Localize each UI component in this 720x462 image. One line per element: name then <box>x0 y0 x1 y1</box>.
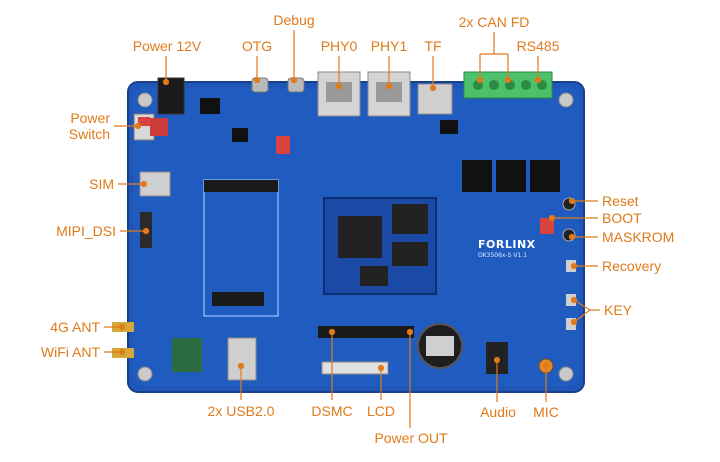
can-transceiver-3 <box>530 160 560 192</box>
label-lcd: LCD <box>366 403 395 419</box>
minipcie-latch <box>212 292 264 306</box>
label-mipi-dsi: MIPI_DSI <box>56 223 116 239</box>
boot-switch <box>540 218 554 234</box>
leader-mipi-dot <box>142 227 150 235</box>
leader-key-1-dot <box>570 296 578 304</box>
usb-stack <box>227 337 257 381</box>
som-pmic <box>360 266 388 286</box>
power-jack <box>157 77 185 115</box>
mount-hole-br <box>558 366 574 382</box>
leader-sim-dot <box>140 180 148 188</box>
label-boot: BOOT <box>602 210 642 226</box>
label-tf: TF <box>424 38 442 54</box>
som-emmc <box>392 242 428 266</box>
label-mic: MIC <box>533 404 559 420</box>
leader-phy0-dot <box>335 82 343 90</box>
leader-mic-dot <box>542 362 550 370</box>
leader-dsmc-dot <box>328 328 336 336</box>
leader-key-2-dot <box>570 318 578 326</box>
label-wifi-ant: WiFi ANT <box>40 344 100 360</box>
label-power-switch: Power Switch <box>68 110 110 142</box>
leader-boot-dot <box>548 214 556 222</box>
power-switch-base <box>150 118 168 136</box>
label-otg: OTG <box>241 38 273 54</box>
label-debug: Debug <box>273 12 315 28</box>
label-power-12v: Power 12V <box>132 38 202 54</box>
can-transceiver-2 <box>496 160 526 192</box>
phy1-rj45-port <box>376 82 402 102</box>
leader-power-out-dot <box>406 328 414 336</box>
wifi-module <box>172 338 202 372</box>
chip-c <box>440 120 458 134</box>
leader-power-switch-dot <box>134 122 142 130</box>
leader-phy1-dot <box>385 82 393 90</box>
chip-b <box>232 128 248 142</box>
brand-logo-text: FORLINX <box>478 238 536 251</box>
lcd-fpc-connector <box>321 361 389 375</box>
label-maskrom: MASKROM <box>602 229 675 245</box>
leader-rs485-dot <box>534 76 542 84</box>
leader-power12v-dot <box>162 78 170 86</box>
key-button-2 <box>566 318 576 330</box>
phy0-rj45-port <box>326 82 352 102</box>
mount-hole-tl <box>137 92 153 108</box>
mount-hole-tr <box>558 92 574 108</box>
label-reset: Reset <box>602 193 639 209</box>
leader-maskrom-dot <box>568 233 576 241</box>
leader-key-1 <box>573 299 591 311</box>
leader-tf-dot <box>429 84 437 92</box>
label-power-out: Power OUT <box>374 430 448 446</box>
leader-audio-dot <box>493 356 501 364</box>
leader-can-left-dot <box>476 76 484 84</box>
label-dsmc: DSMC <box>311 403 353 419</box>
label-recovery: Recovery <box>602 258 662 274</box>
label-can-fd: 2x CAN FD <box>458 14 530 30</box>
leader-4g-dot <box>118 323 126 331</box>
terminal-screw-4 <box>521 80 531 90</box>
label-sim: SIM <box>89 176 114 192</box>
dsmc-header <box>318 326 414 338</box>
label-rs485: RS485 <box>516 38 560 54</box>
leader-reset-dot <box>568 197 576 205</box>
label-usb: 2x USB2.0 <box>207 403 275 419</box>
leader-lcd-dot <box>377 364 385 372</box>
chip-a <box>200 98 220 114</box>
leader-debug-dot <box>290 76 298 84</box>
leader-key-2 <box>573 309 591 323</box>
label-key: KEY <box>604 302 633 318</box>
leader-otg-dot <box>253 76 261 84</box>
label-phy1: PHY1 <box>370 38 408 54</box>
terminal-screw-2 <box>489 80 499 90</box>
leader-wifi-dot <box>118 348 126 356</box>
mount-hole-bl <box>137 366 153 382</box>
label-phy0: PHY0 <box>320 38 358 54</box>
label-4g-ant: 4G ANT <box>50 319 100 335</box>
red-dip-switch <box>276 136 290 154</box>
label-audio: Audio <box>480 404 516 420</box>
power-switch-knob <box>138 117 150 126</box>
coin-cell-tab <box>426 336 454 356</box>
som-memory <box>392 204 428 234</box>
leader-usb-dot <box>237 362 245 370</box>
model-silkscreen: OK3506x-S V1.1 <box>478 252 528 259</box>
som-soc <box>338 216 382 258</box>
leader-recovery-dot <box>570 262 578 270</box>
leader-can-right-dot <box>504 76 512 84</box>
minipcie-slot <box>204 180 278 192</box>
can-transceiver-1 <box>462 160 492 192</box>
